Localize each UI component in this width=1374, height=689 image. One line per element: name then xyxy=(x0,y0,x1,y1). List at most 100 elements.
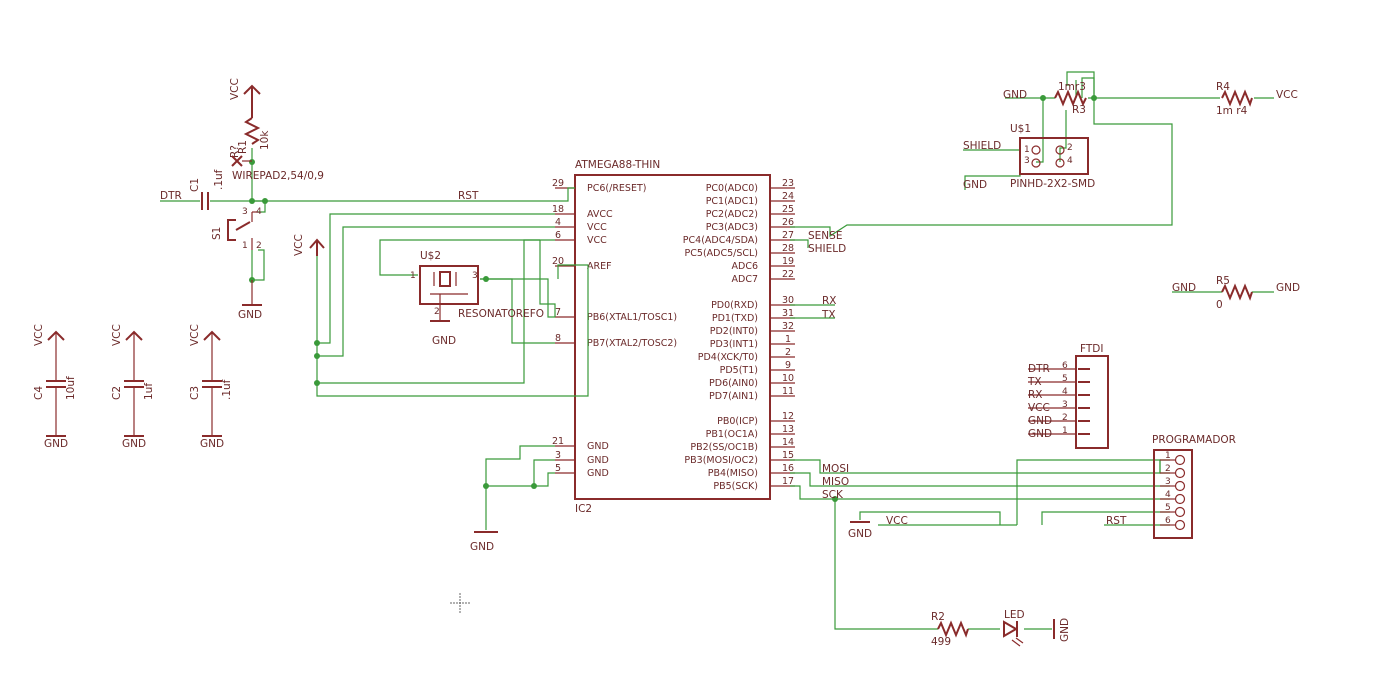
ic2-pin-label-2: PD4(XCK/T0) xyxy=(698,352,758,363)
r-unknown-ref: R? xyxy=(229,145,241,158)
programador-pin xyxy=(1174,480,1186,492)
ftdi-net-rx: RX xyxy=(1028,389,1043,401)
ftdi-pin-num: 6 xyxy=(1062,361,1068,371)
ic2-pin-label-17: PB5(SCK) xyxy=(713,481,758,492)
ic2-pin-label-8: PB7(XTAL2/TOSC2) xyxy=(587,338,677,349)
programador-pin-num: 6 xyxy=(1165,516,1171,526)
net-gnd-r5-right: GND xyxy=(1276,282,1300,294)
ftdi-net-tx: TX xyxy=(1027,376,1042,388)
programador-pin-num: 4 xyxy=(1165,490,1171,500)
ic2-pin-label-19: ADC6 xyxy=(732,261,759,272)
gnd-label-s1: GND xyxy=(238,309,262,321)
ic2-pin-label-22: ADC7 xyxy=(732,274,759,285)
ic2-pin-num-30: 30 xyxy=(782,295,794,306)
c3-value: .1uf xyxy=(221,379,233,400)
switch-s1[interactable]: S1 1 2 3 4 xyxy=(211,207,262,251)
ic2-pin-label-28: PC5(ADC5/SCL) xyxy=(685,248,758,259)
ic2-pin-num-32: 32 xyxy=(782,321,794,332)
resistor-r5[interactable]: R5 0 xyxy=(1216,275,1253,311)
net-vcc-prog: VCC xyxy=(886,515,908,527)
gnd-symbol-u2: GND xyxy=(430,320,456,347)
junctions xyxy=(249,95,1097,502)
net-rst-left: RST xyxy=(458,190,479,202)
vcc-label-bus: VCC xyxy=(293,234,305,256)
r3-ref: R3 xyxy=(1072,104,1086,116)
ic2-pin-num-16: 16 xyxy=(782,463,794,474)
s1-pin3: 3 xyxy=(242,207,248,217)
ic2-pin-num-31: 31 xyxy=(782,308,794,319)
ic2-pin-label-3: GND xyxy=(587,455,609,466)
programador-pin xyxy=(1174,519,1186,531)
ic2-ref: IC2 xyxy=(575,503,592,515)
ic2-pin-num-2: 2 xyxy=(785,347,791,358)
ic2-pin-num-21: 21 xyxy=(552,436,564,447)
ic2-pin-label-31: PD1(TXD) xyxy=(712,313,758,324)
net-vcc-r4: VCC xyxy=(1276,89,1298,101)
programador-pin xyxy=(1174,454,1186,466)
u2-name: RESONATOREFO xyxy=(458,308,544,320)
ic2-pin-num-27: 27 xyxy=(782,230,794,241)
ic2-pin-num-12: 12 xyxy=(782,411,794,422)
resistor-r1[interactable]: 10k R1 R? xyxy=(229,117,271,158)
resonator-u2[interactable]: U$2 RESONATOREFO 1 2 3 xyxy=(410,250,544,320)
ic2-pin-label-21: GND xyxy=(587,441,609,452)
ic2-pin-num-17: 17 xyxy=(782,476,794,487)
ic2-pin-num-23: 23 xyxy=(782,178,794,189)
ftdi-net-dtr: DTR xyxy=(1028,363,1050,375)
gnd-label-prog: GND xyxy=(848,528,872,540)
wirepad[interactable]: WIREPAD2,54/0,9 xyxy=(231,155,324,182)
ic2-pin-label-5: GND xyxy=(587,468,609,479)
net-miso: MISO xyxy=(822,476,849,488)
net-gnd-r5-left: GND xyxy=(1172,282,1196,294)
ic2-pin-num-25: 25 xyxy=(782,204,794,215)
resistor-r3[interactable]: 1mr3 R3 xyxy=(1054,81,1087,116)
header-u1[interactable]: U$1 PINHD-2X2-SMD 1 2 3 4 xyxy=(1010,123,1095,190)
led[interactable]: LED xyxy=(1003,609,1025,647)
programador-pin-num: 3 xyxy=(1165,477,1171,487)
gnd-symbol-ic: GND xyxy=(470,531,498,553)
s1-pin2: 2 xyxy=(256,241,262,251)
c1-ref: C1 xyxy=(189,178,201,192)
ic2-pin-label-12: PB0(ICP) xyxy=(717,416,758,427)
ftdi-pin-num: 4 xyxy=(1062,387,1068,397)
wirepad-label: WIREPAD2,54/0,9 xyxy=(232,170,324,182)
ic2-pin-num-24: 24 xyxy=(782,191,794,202)
r5-ref: R5 xyxy=(1216,275,1230,287)
ftdi-pin-num: 1 xyxy=(1062,426,1068,436)
ic2-right-pins: 23PC0(ADC0)24PC1(ADC1)25PC2(ADC2)26PC3(A… xyxy=(683,178,795,492)
ic2-pin-num-29: 29 xyxy=(552,178,564,189)
wires xyxy=(160,71,1274,630)
c4-gnd: GND xyxy=(44,438,68,450)
capacitor-c1[interactable]: C1 .1uf xyxy=(189,169,225,210)
resistor-r2[interactable]: R2 499 xyxy=(931,611,969,648)
ic2-pin-label-14: PB2(SS/OC1B) xyxy=(690,442,758,453)
u1-pin4: 4 xyxy=(1067,156,1073,166)
capacitor-c4[interactable]: VCC C4 10uf GND xyxy=(33,324,77,450)
net-sense: SENSE xyxy=(808,230,842,242)
capacitor-c2[interactable]: VCC C2 1uf GND xyxy=(111,324,155,450)
capacitor-c3[interactable]: VCC C3 .1uf GND xyxy=(189,324,233,450)
ic2-pin-label-30: PD0(RXD) xyxy=(711,300,758,311)
resistor-r4[interactable]: R4 1m r4 xyxy=(1216,81,1253,117)
ic2-pin-num-15: 15 xyxy=(782,450,794,461)
ic2-pin-num-14: 14 xyxy=(782,437,794,448)
ic2-pin-label-26: PC3(ADC3) xyxy=(706,222,758,233)
net-rst-prog: RST xyxy=(1106,515,1127,527)
net-shield: SHIELD xyxy=(808,243,846,255)
programador-pin-num: 1 xyxy=(1165,451,1171,461)
r2-value: 499 xyxy=(931,636,951,648)
led-ref: LED xyxy=(1004,609,1025,621)
ic2-pin-num-4: 4 xyxy=(555,217,561,228)
ic2-pin-num-7: 7 xyxy=(555,307,561,318)
net-dtr-left: DTR xyxy=(160,190,182,202)
ic2-pin-label-11: PD7(AIN1) xyxy=(709,391,758,402)
c2-value: 1uf xyxy=(143,383,155,400)
ic2-atmega[interactable]: ATMEGA88-THIN IC2 xyxy=(574,159,771,515)
ic2-pin-label-1: PD3(INT1) xyxy=(710,339,758,350)
gnd-label-ic: GND xyxy=(470,541,494,553)
